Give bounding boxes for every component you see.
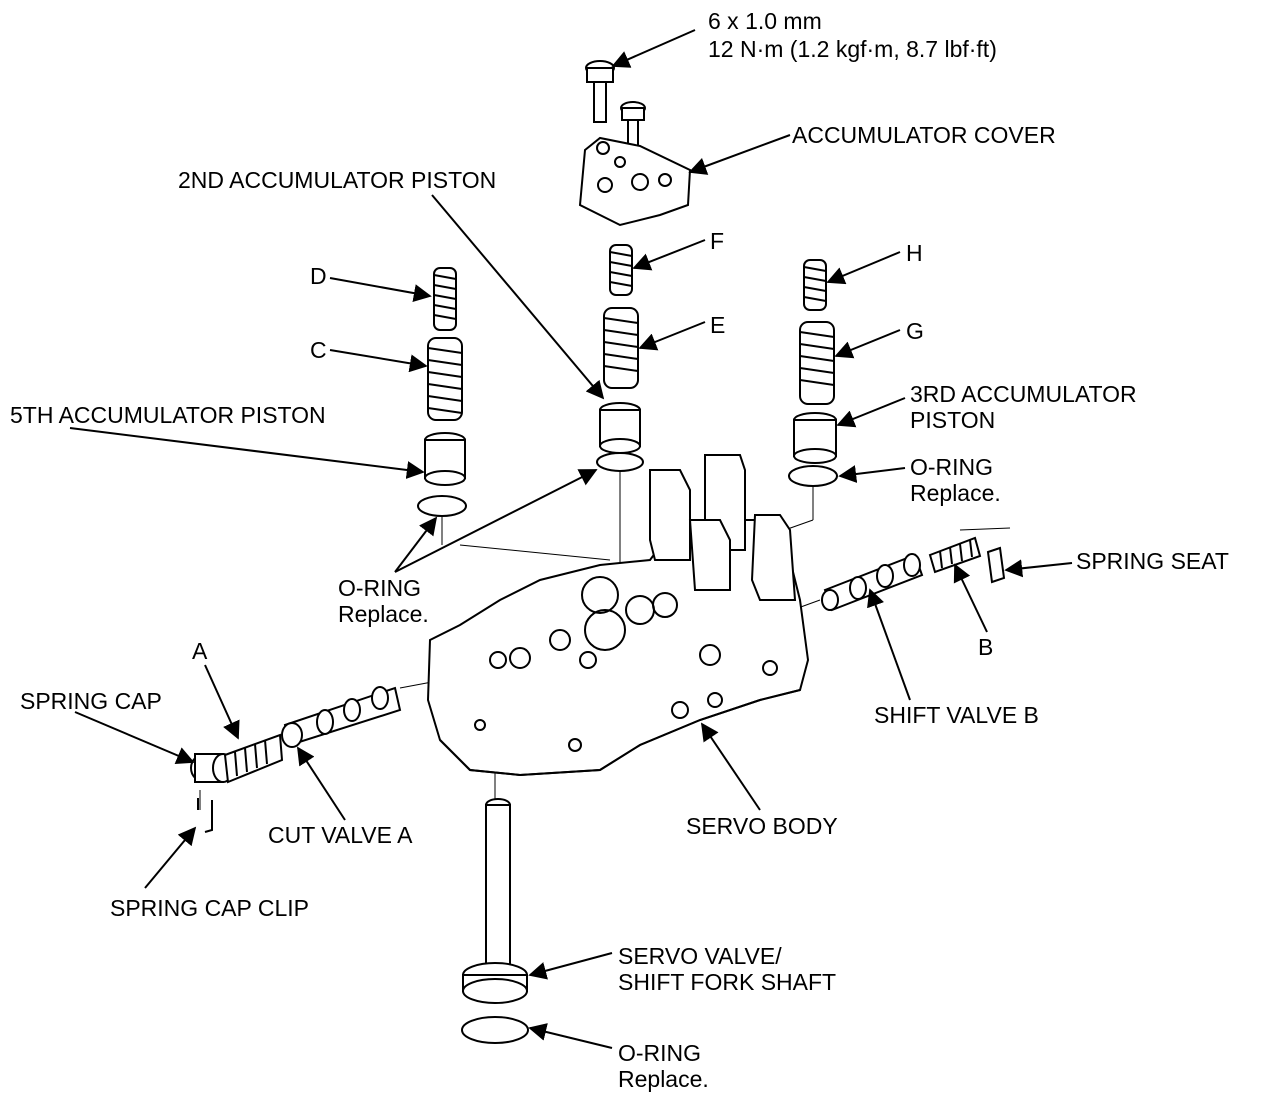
oring-right-label: O-RING Replace. <box>910 454 1001 506</box>
servo-valve-shaft <box>462 798 528 1004</box>
spring-cap-label: SPRING CAP <box>20 688 162 714</box>
oring-left-label: O-RING Replace. <box>338 575 429 627</box>
oring-2nd <box>596 452 644 472</box>
b-label: B <box>978 634 994 660</box>
spring-cap-clip-label: SPRING CAP CLIP <box>110 895 309 921</box>
third-accumulator-piston <box>793 412 837 464</box>
spring-b <box>928 536 982 574</box>
spring-seat-part <box>986 546 1006 584</box>
a-label: A <box>192 638 208 664</box>
servo-body <box>426 519 810 777</box>
f-label: F <box>710 228 725 254</box>
bolt-1 <box>585 60 615 123</box>
spring-cap-clip-part <box>197 798 213 833</box>
accumulator-cover <box>578 136 692 227</box>
spring-a <box>223 733 284 784</box>
oring-bottom <box>461 1016 529 1044</box>
cut-valve-a-label: CUT VALVE A <box>268 822 413 848</box>
servo-body-label: SERVO BODY <box>686 813 838 839</box>
spring-seat-label: SPRING SEAT <box>1076 548 1229 574</box>
c-label: C <box>310 337 327 363</box>
oring-5th <box>417 495 467 517</box>
servo-valve-label: SERVO VALVE/ SHIFT FORK SHAFT <box>618 943 837 995</box>
accumulator-cover-label: ACCUMULATOR COVER <box>792 122 1056 148</box>
bolt-torque-label: 12 N·m (1.2 kgf·m, 8.7 lbf·ft) <box>708 36 997 62</box>
oring-bottom-label: O-RING Replace. <box>618 1040 709 1092</box>
h-label: H <box>906 240 923 266</box>
shift-valve-b-part <box>821 553 924 612</box>
e-label: E <box>710 312 726 338</box>
cut-valve-a-part <box>281 686 402 748</box>
g-label: G <box>906 318 924 344</box>
fifth-accumulator-piston-label: 5TH ACCUMULATOR PISTON <box>10 402 326 428</box>
d-label: D <box>310 263 327 289</box>
third-accumulator-piston-label: 3RD ACCUMULATOR PISTON <box>910 381 1137 433</box>
bolt-size-label: 6 x 1.0 mm <box>708 8 822 34</box>
bolt-2 <box>620 101 646 156</box>
second-accumulator-piston-label: 2ND ACCUMULATOR PISTON <box>178 167 497 193</box>
oring-3rd <box>788 465 838 487</box>
fifth-accumulator-piston <box>424 432 466 486</box>
shift-valve-b-label: SHIFT VALVE B <box>874 702 1039 728</box>
second-accumulator-piston <box>599 402 641 454</box>
